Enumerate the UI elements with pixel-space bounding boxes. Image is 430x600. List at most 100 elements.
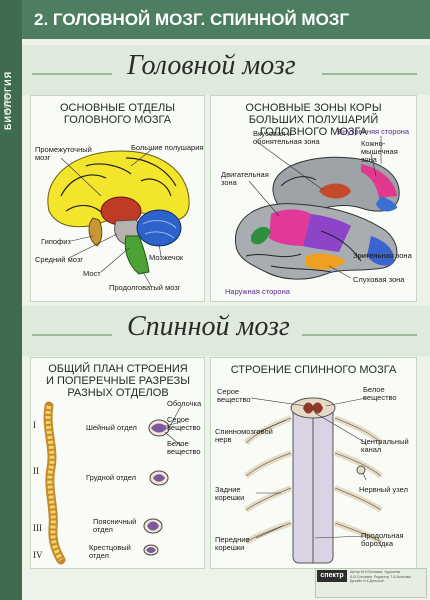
motor-zone [269, 209, 311, 246]
label-medulla: Продолговатый мозг [109, 283, 181, 292]
leader-line [142, 271, 152, 287]
inner-taste-smell-zone [319, 183, 351, 199]
ganglion-shape [356, 465, 366, 475]
leader-line [250, 397, 307, 407]
leader-line [255, 140, 324, 191]
cortex-zones-heading: ОСНОВНЫЕ ЗОНЫ КОРЫ БОЛЬШИХ ПОЛУШАРИЙ ГОЛ… [245, 102, 382, 138]
leader-line [314, 412, 367, 444]
label-cervical: Шейный отдел [86, 423, 137, 432]
label-taste-smell: Вкусовая и обонятельная зона [253, 129, 320, 146]
brain-section-title: Головной мозг [127, 50, 296, 81]
gray-matter-butterfly [303, 402, 323, 414]
ornament-line [302, 334, 417, 336]
label-membrane: Оболочка [167, 399, 202, 408]
leader-line [328, 265, 352, 279]
label-anterior-roots: Передние корешки [215, 535, 250, 552]
leader-line [68, 233, 118, 259]
cerebellum-shape [136, 209, 182, 247]
leader-line [164, 431, 182, 447]
taste-smell-zone [251, 226, 271, 245]
label-ganglion: Нервный узел [359, 485, 408, 494]
label-cerebellum: Мозжечок [149, 253, 184, 262]
inner-visual-zone [376, 196, 397, 212]
inner-gyri [280, 176, 317, 187]
outer-gyri [245, 230, 362, 273]
label-pituitary: Гипофиз [41, 237, 71, 246]
leader-line [164, 421, 182, 427]
leader-line [325, 397, 367, 407]
label-fissure: Продольная бороздка [361, 531, 404, 548]
label-motor: Двигательная зона [221, 170, 269, 187]
spinal-cord-diagram [243, 397, 384, 564]
label-visual: Зрительная зона [353, 251, 412, 260]
leader-line [100, 247, 130, 273]
label-gray-matter-left: Серое вещество [167, 415, 201, 432]
label-auditory: Слуховая зона [353, 275, 405, 284]
spinal-section-title: Спинной мозг [127, 311, 290, 342]
spinal-section-banner: Спинной мозг [22, 306, 430, 356]
spinal-nerve-outline [245, 417, 382, 543]
label-posterior-roots: Задние корешки [215, 485, 245, 502]
brain-section-banner: Головной мозг [22, 45, 430, 95]
ornament-line [322, 73, 417, 75]
cortex-zones-diagram [235, 136, 400, 280]
thoracic-section [149, 470, 169, 486]
publisher-logo: спектр [317, 570, 347, 582]
spinal-column-diagram [43, 401, 182, 565]
ornament-line [32, 73, 112, 75]
label-inner-side: Внутренняя сторона [338, 127, 410, 136]
page-title: 2. ГОЛОВНОЙ МОЗГ. СПИННОЙ МОЗГ [34, 10, 350, 29]
leader-line [370, 153, 377, 177]
roman-1: I [33, 420, 36, 430]
spinal-plan-heading: ОБЩИЙ ПЛАН СТРОЕНИЯ И ПОПЕРЕЧНЫЕ РАЗРЕЗЫ… [45, 363, 191, 399]
label-midbrain: Средний мозг [35, 255, 83, 264]
lumbar-section [143, 518, 163, 534]
auditory-zone [306, 253, 346, 270]
sacral-section [143, 544, 159, 556]
leader-line [60, 157, 102, 197]
label-outer-side: Наружная сторона [225, 287, 290, 296]
cerebellum-folds [142, 220, 177, 239]
roman-3: III [33, 523, 42, 533]
spinal-structure-heading: СТРОЕНИЕ СПИННОГО МОЗГА [230, 364, 397, 376]
label-pons: Мост [83, 269, 101, 278]
leader-line [70, 235, 94, 242]
pituitary-shape [88, 217, 103, 247]
leader-line [255, 525, 284, 539]
cervical-section [148, 419, 170, 437]
vertebrae-pattern [45, 405, 64, 562]
roman-4: IV [33, 550, 43, 560]
label-gray-matter-right: Серое вещество [217, 387, 251, 404]
label-central-canal: Центральный канал [361, 437, 409, 454]
roman-2: II [33, 466, 39, 476]
visual-zone [367, 236, 394, 266]
label-intermediate: Промежуточный мозг [35, 145, 92, 162]
leader-line [362, 472, 367, 481]
inner-skin-muscle-zone [361, 164, 397, 198]
cortex-zones-panel: ОСНОВНЫЕ ЗОНЫ КОРЫ БОЛЬШИХ ПОЛУШАРИЙ ГОЛ… [210, 95, 417, 302]
publisher-credits: Автор М.Н.Беляков. Художник А.В.Соломин.… [350, 570, 412, 583]
leader-line [248, 180, 280, 217]
label-lumbar: Поясничный отдел [93, 517, 137, 534]
leader-line [314, 535, 367, 539]
brain-sagittal-diagram [47, 149, 190, 287]
label-sacral: Крестцовый отдел [89, 543, 131, 560]
label-white-matter-right: Белое вещество [363, 385, 397, 402]
leader-line [255, 419, 287, 434]
leader-line [130, 149, 152, 167]
gyri-lines [60, 157, 177, 215]
brain-divisions-panel: ОСНОВНЫЕ ОТДЕЛЫ ГОЛОВНОГО МОЗГА [30, 95, 205, 302]
label-thoracic: Грудной отдел [86, 473, 137, 482]
ornament-line [32, 334, 112, 336]
spinal-structure-panel: СТРОЕНИЕ СПИННОГО МОЗГА Серое вещество Б… [210, 357, 417, 569]
label-hemispheres: Большие полушария [131, 143, 204, 152]
spinal-plan-panel: ОБЩИЙ ПЛАН СТРОЕНИЯ И ПОПЕРЕЧНЫЕ РАЗРЕЗЫ… [30, 357, 205, 569]
label-skin-muscle: Кожно-мышечная зона [361, 139, 398, 164]
sidebar-subtitle: ЧЕЛОВЕК [4, 92, 10, 116]
hemispheres-shape [47, 150, 190, 228]
brain-divisions-heading: ОСНОВНЫЕ ОТДЕЛЫ ГОЛОВНОГО МОЗГА [59, 102, 176, 126]
sidebar: БИОЛОГИЯ ЧЕЛОВЕК [0, 0, 22, 600]
label-spinal-nerve: Спинномозговой нерв [215, 427, 273, 444]
page-header: 2. ГОЛОВНОЙ МОЗГ. СПИННОЙ МОЗГ [22, 0, 430, 39]
